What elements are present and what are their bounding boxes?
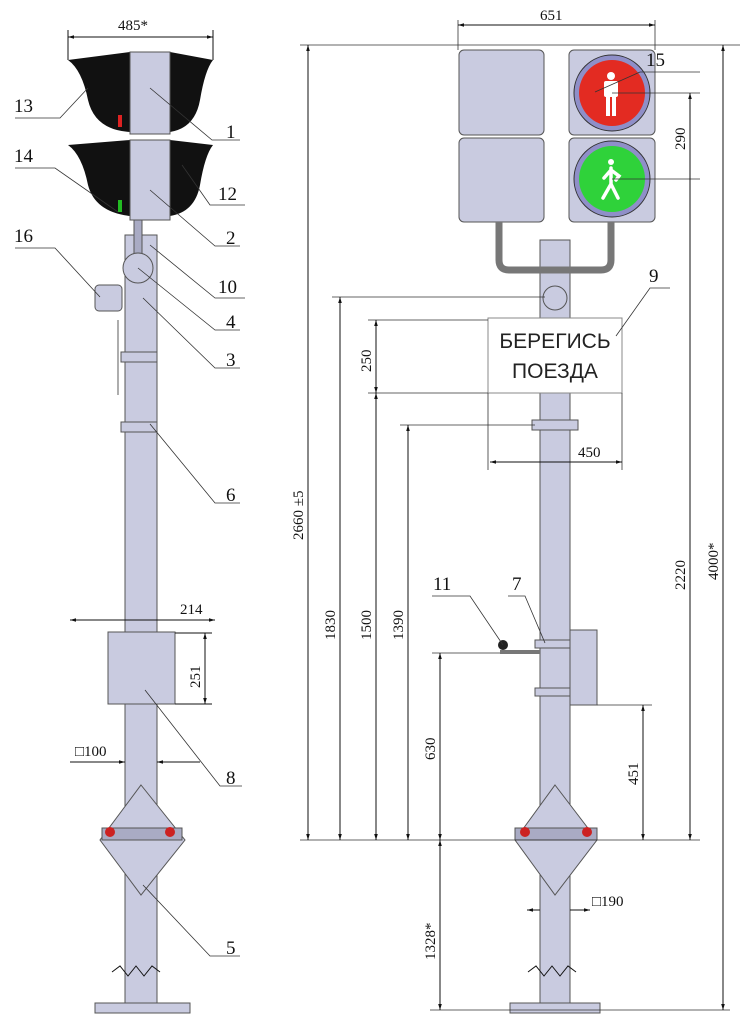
callout-6: 6 (226, 485, 236, 506)
callout-13: 13 (14, 96, 33, 117)
callout-11: 11 (433, 574, 451, 595)
bolt (520, 827, 530, 837)
dim-214: 214 (180, 602, 203, 618)
sign-clamp (531, 419, 579, 431)
dim-100: □100 (75, 744, 107, 760)
walking-man-icon (601, 159, 622, 200)
rear-box-upper (458, 49, 545, 136)
callout-2: 2 (226, 228, 236, 249)
bolt (105, 827, 115, 837)
bracket-16 (94, 284, 123, 312)
dim-485: 485* (118, 18, 148, 34)
clamp-6 (120, 421, 158, 433)
callout-10: 10 (218, 277, 237, 298)
callout-12: 12 (218, 184, 237, 205)
green-indicator (118, 200, 122, 212)
dim-1390: 1390 (391, 610, 407, 640)
callout-7: 7 (512, 574, 522, 595)
clamp-front (542, 285, 568, 311)
visor-lower-left (68, 140, 130, 216)
callout-5: 5 (226, 938, 236, 959)
clamp-side-1 (120, 351, 158, 363)
signal-head-1 (129, 51, 171, 135)
dim-190: □190 (592, 894, 624, 910)
dim-2220: 2220 (673, 560, 689, 590)
side-view: 13 1 14 12 16 2 10 4 3 6 8 5 485* 214 25… (14, 18, 245, 1014)
dim-4000: 4000* (706, 543, 722, 581)
callout-8: 8 (226, 768, 236, 789)
sign-line-1: БЕРЕГИСЬ (499, 330, 610, 353)
dim-250: 250 (359, 350, 375, 373)
base-plate-front (509, 1002, 601, 1014)
clamp-lower (534, 687, 571, 697)
clamp-7 (534, 639, 571, 649)
break-mark (111, 965, 161, 977)
red-indicator (118, 115, 122, 127)
flange-side (101, 827, 183, 841)
callout-3: 3 (226, 350, 236, 371)
dim-1500: 1500 (359, 610, 375, 640)
callout-16: 16 (14, 226, 33, 247)
dim-2660: 2660 ±5 (291, 491, 307, 540)
callout-1: 1 (226, 122, 236, 143)
callout-4: 4 (226, 312, 236, 333)
visor-upper-left (68, 52, 130, 132)
dim-630: 630 (423, 738, 439, 761)
warning-sign-9 (487, 317, 623, 394)
callout-9: 9 (649, 266, 659, 287)
twin-bracket (495, 222, 615, 274)
dim-451: 451 (626, 763, 642, 786)
junction-box-8 (107, 631, 176, 705)
base-plate-side (94, 1002, 191, 1014)
dim-251: 251 (188, 666, 204, 689)
dim-1328: 1328* (423, 923, 439, 961)
junction-box-front (569, 629, 598, 706)
sign-line-2: ПОЕЗДА (512, 360, 598, 383)
break-mark (527, 965, 577, 977)
dim-450: 450 (578, 445, 601, 461)
bolt (582, 827, 592, 837)
callout-15: 15 (646, 50, 665, 71)
dim-1830: 1830 (323, 610, 339, 640)
rear-box-lower (458, 137, 545, 223)
dim-290: 290 (673, 128, 689, 151)
dim-651: 651 (540, 8, 563, 24)
callout-14: 14 (14, 146, 34, 167)
front-view: БЕРЕГИСЬ ПОЕЗДА 15 9 11 7 (291, 8, 740, 1014)
bolt (165, 827, 175, 837)
signal-head-2 (129, 139, 171, 221)
visor-upper-right (170, 52, 213, 132)
